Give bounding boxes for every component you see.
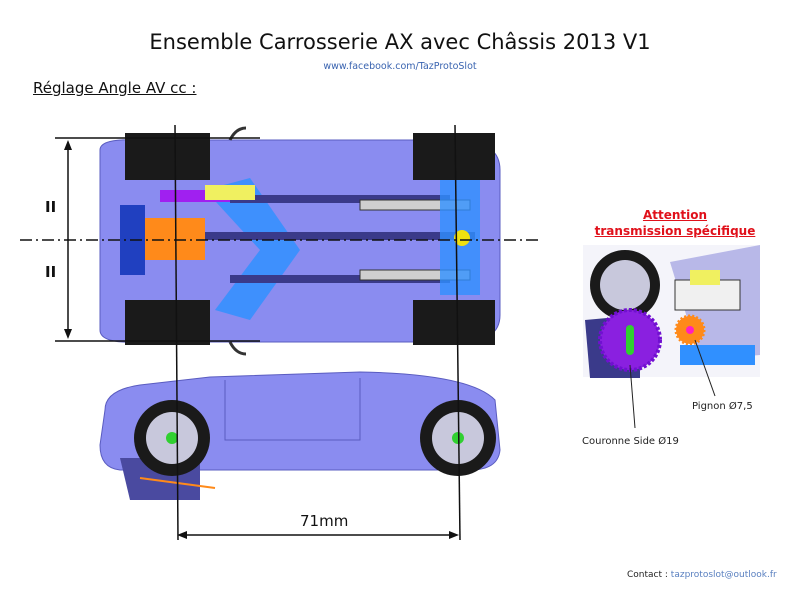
pinion-label: Pignon Ø7,5 xyxy=(692,401,753,412)
warning-line2: transmission spécifique xyxy=(594,224,756,238)
crown-label: Couronne Side Ø19 xyxy=(582,436,679,447)
transmission-inset xyxy=(583,245,760,429)
wheelbase-label: 71mm xyxy=(300,512,349,530)
rear-left-tire xyxy=(413,133,495,180)
front-right-tire xyxy=(125,300,210,345)
warning-text: Attention transmission spécifique xyxy=(585,207,765,239)
top-view-car xyxy=(99,126,501,356)
contact-footer: Contact : tazprotoslot@outlook.fr xyxy=(627,570,777,580)
facebook-link[interactable]: www.facebook.com/TazProtoSlot xyxy=(323,61,477,72)
front-axle-line xyxy=(174,124,179,541)
side-view-car xyxy=(99,371,501,500)
rear-axle-line xyxy=(454,124,461,541)
front-left-tire xyxy=(125,133,210,180)
parallel-mark-top: II xyxy=(45,198,57,216)
rear-right-tire xyxy=(413,300,495,345)
contact-label: Contact : xyxy=(627,570,668,580)
section-heading: Réglage Angle AV cc : xyxy=(33,79,197,97)
warning-line1: Attention xyxy=(642,208,708,222)
contact-email-link[interactable]: tazprotoslot@outlook.fr xyxy=(670,570,777,580)
page-title: Ensemble Carrosserie AX avec Châssis 201… xyxy=(149,30,651,54)
parallel-mark-bottom: II xyxy=(45,263,57,281)
